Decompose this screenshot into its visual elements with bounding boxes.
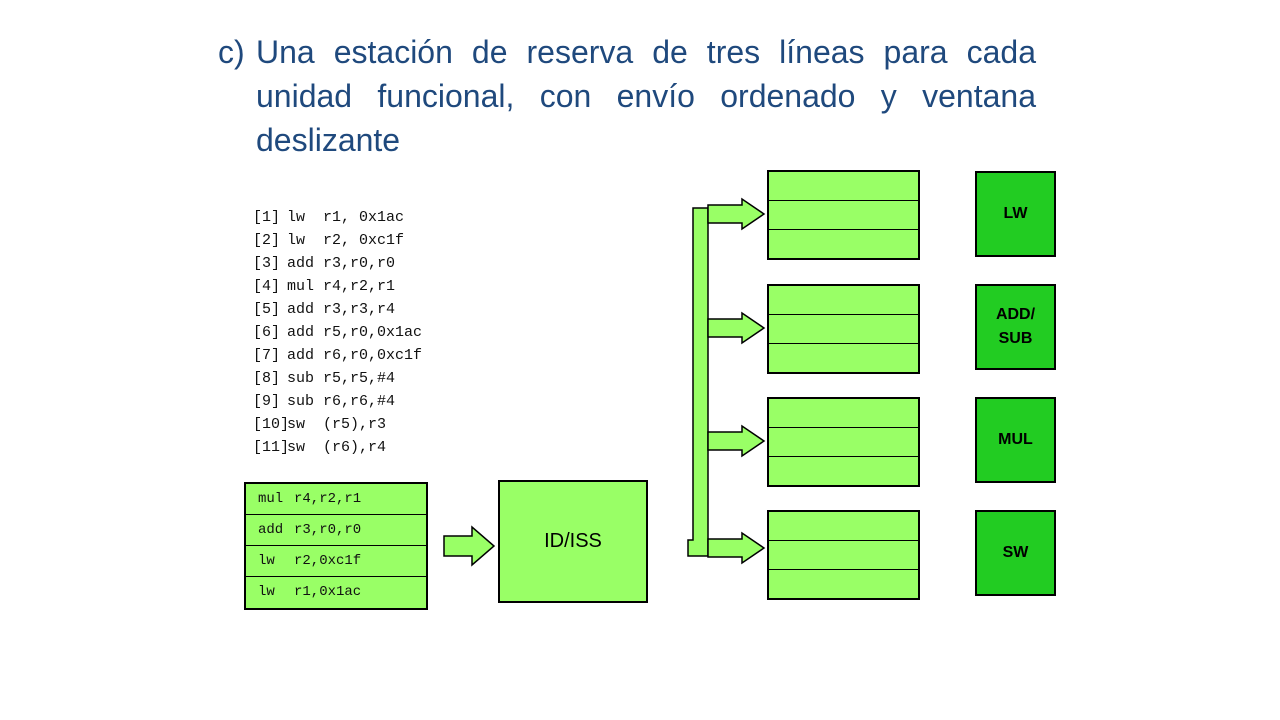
instruction-opcode: add <box>287 255 315 272</box>
station-line <box>769 286 918 315</box>
instruction-operands: r3,r3,r4 <box>323 301 396 318</box>
instruction-index: [7] <box>253 347 281 364</box>
queue-opcode: lw <box>258 553 275 569</box>
instruction-index: [8] <box>253 370 281 387</box>
unit-label: MUL <box>998 431 1033 448</box>
functional-unit-lw: LW <box>975 171 1056 257</box>
instruction-opcode: add <box>287 347 315 364</box>
instruction-index: [3] <box>253 255 281 272</box>
arrow-queue-to-issue <box>443 525 496 567</box>
station-line <box>769 172 918 201</box>
instruction-7: [7] add r6,r0,0xc1f <box>253 344 422 367</box>
instruction-opcode: sw <box>287 439 306 456</box>
instruction-9: [9] sub r6,r6,#4 <box>253 390 422 413</box>
functional-unit-mul: MUL <box>975 397 1056 483</box>
functional-unit-addsub: ADD/ SUB <box>975 284 1056 370</box>
instruction-5: [5] add r3,r3,r4 <box>253 298 422 321</box>
queue-operands: r3,r0,r0 <box>294 522 362 538</box>
queue-entry: lw r2,0xc1f <box>246 546 426 577</box>
instruction-opcode: add <box>287 324 315 341</box>
reservation-station-sw <box>767 510 920 600</box>
distribution-bus <box>687 207 709 557</box>
instruction-opcode: add <box>287 301 315 318</box>
queue-operands: r2,0xc1f <box>294 553 362 569</box>
instruction-10: [10]sw (r5),r3 <box>253 413 422 436</box>
instruction-listing: [1] lw r1, 0x1ac [2] lw r2, 0xc1f [3] add r3,r… <box>253 206 422 459</box>
unit-label: LW <box>1003 205 1028 222</box>
instruction-operands: r4,r2,r1 <box>323 278 396 295</box>
station-line <box>769 512 918 541</box>
arrow-to-mul-station <box>707 424 766 458</box>
instruction-opcode: mul <box>287 278 315 295</box>
instruction-operands: r1, 0x1ac <box>323 209 405 226</box>
instruction-11: [11]sw (r6),r4 <box>253 436 422 459</box>
reservation-station-lw <box>767 170 920 260</box>
instruction-opcode: sub <box>287 393 315 410</box>
title-text: Una estación de reserva de tres líneas p… <box>256 34 1036 158</box>
station-line <box>769 201 918 230</box>
reservation-station-addsub <box>767 284 920 374</box>
instruction-index: [2] <box>253 232 281 249</box>
queue-operands: r4,r2,r1 <box>294 491 362 507</box>
instruction-operands: r5,r5,#4 <box>323 370 396 387</box>
instruction-index: [10] <box>253 416 290 433</box>
instruction-operands: r6,r6,#4 <box>323 393 396 410</box>
queue-entry: mul r4,r2,r1 <box>246 484 426 515</box>
queue-operands: r1,0x1ac <box>294 584 362 600</box>
instruction-4: [4] mul r4,r2,r1 <box>253 275 422 298</box>
instruction-6: [6] add r5,r0,0x1ac <box>253 321 422 344</box>
issue-stage-box: ID/ISS <box>498 480 648 603</box>
unit-label: ADD/ SUB <box>995 306 1036 347</box>
instruction-index: [6] <box>253 324 281 341</box>
title-label: c) <box>218 34 245 70</box>
station-line <box>769 399 918 428</box>
queue-entry: lw r1,0x1ac <box>246 577 426 608</box>
instruction-operands: r5,r0,0x1ac <box>323 324 423 341</box>
queue-opcode: add <box>258 522 284 538</box>
instruction-opcode: sw <box>287 416 306 433</box>
instruction-index: [5] <box>253 301 281 318</box>
instruction-1: [1] lw r1, 0x1ac <box>253 206 422 229</box>
instruction-operands: (r5),r3 <box>323 416 387 433</box>
instruction-opcode: lw <box>287 232 306 249</box>
arrow-to-addsub-station <box>707 311 766 345</box>
functional-unit-sw: SW <box>975 510 1056 596</box>
arrow-to-sw-station <box>707 531 766 565</box>
issue-stage-label: ID/ISS <box>544 530 602 552</box>
unit-label: SW <box>1002 544 1029 561</box>
instruction-operands: r2, 0xc1f <box>323 232 405 249</box>
instruction-8: [8] sub r5,r5,#4 <box>253 367 422 390</box>
queue-opcode: mul <box>258 491 284 507</box>
station-line <box>769 541 918 570</box>
arrow-to-lw-station <box>707 197 766 231</box>
instruction-index: [1] <box>253 209 281 226</box>
instruction-operands: r6,r0,0xc1f <box>323 347 423 364</box>
instruction-index: [11] <box>253 439 290 456</box>
queue-entry: add r3,r0,r0 <box>246 515 426 546</box>
instruction-operands: (r6),r4 <box>323 439 387 456</box>
instruction-operands: r3,r0,r0 <box>323 255 396 272</box>
station-line <box>769 315 918 344</box>
instruction-index: [9] <box>253 393 281 410</box>
instruction-queue: mul r4,r2,r1 add r3,r0,r0 lw r2,0xc1f lw r1,… <box>244 482 428 610</box>
instruction-2: [2] lw r2, 0xc1f <box>253 229 422 252</box>
instruction-opcode: sub <box>287 370 315 387</box>
instruction-index: [4] <box>253 278 281 295</box>
reservation-station-mul <box>767 397 920 487</box>
instruction-3: [3] add r3,r0,r0 <box>253 252 422 275</box>
queue-opcode: lw <box>258 584 275 600</box>
instruction-opcode: lw <box>287 209 306 226</box>
station-line <box>769 428 918 457</box>
